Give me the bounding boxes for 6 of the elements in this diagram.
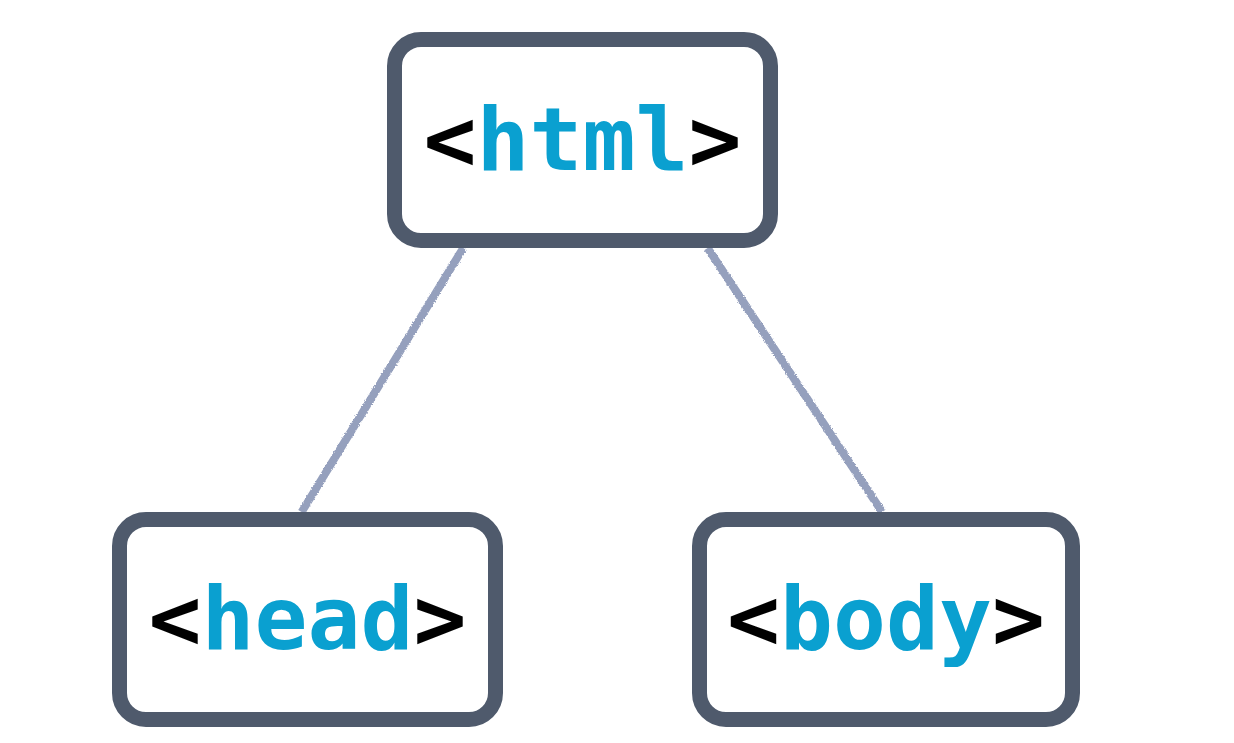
tag-box bbox=[387, 32, 778, 248]
tag-label: <html> bbox=[423, 93, 742, 187]
tag-box bbox=[112, 512, 503, 727]
tag-label: <head> bbox=[148, 573, 467, 666]
tag-box bbox=[692, 512, 1080, 727]
tag-label: <body> bbox=[727, 573, 1045, 666]
